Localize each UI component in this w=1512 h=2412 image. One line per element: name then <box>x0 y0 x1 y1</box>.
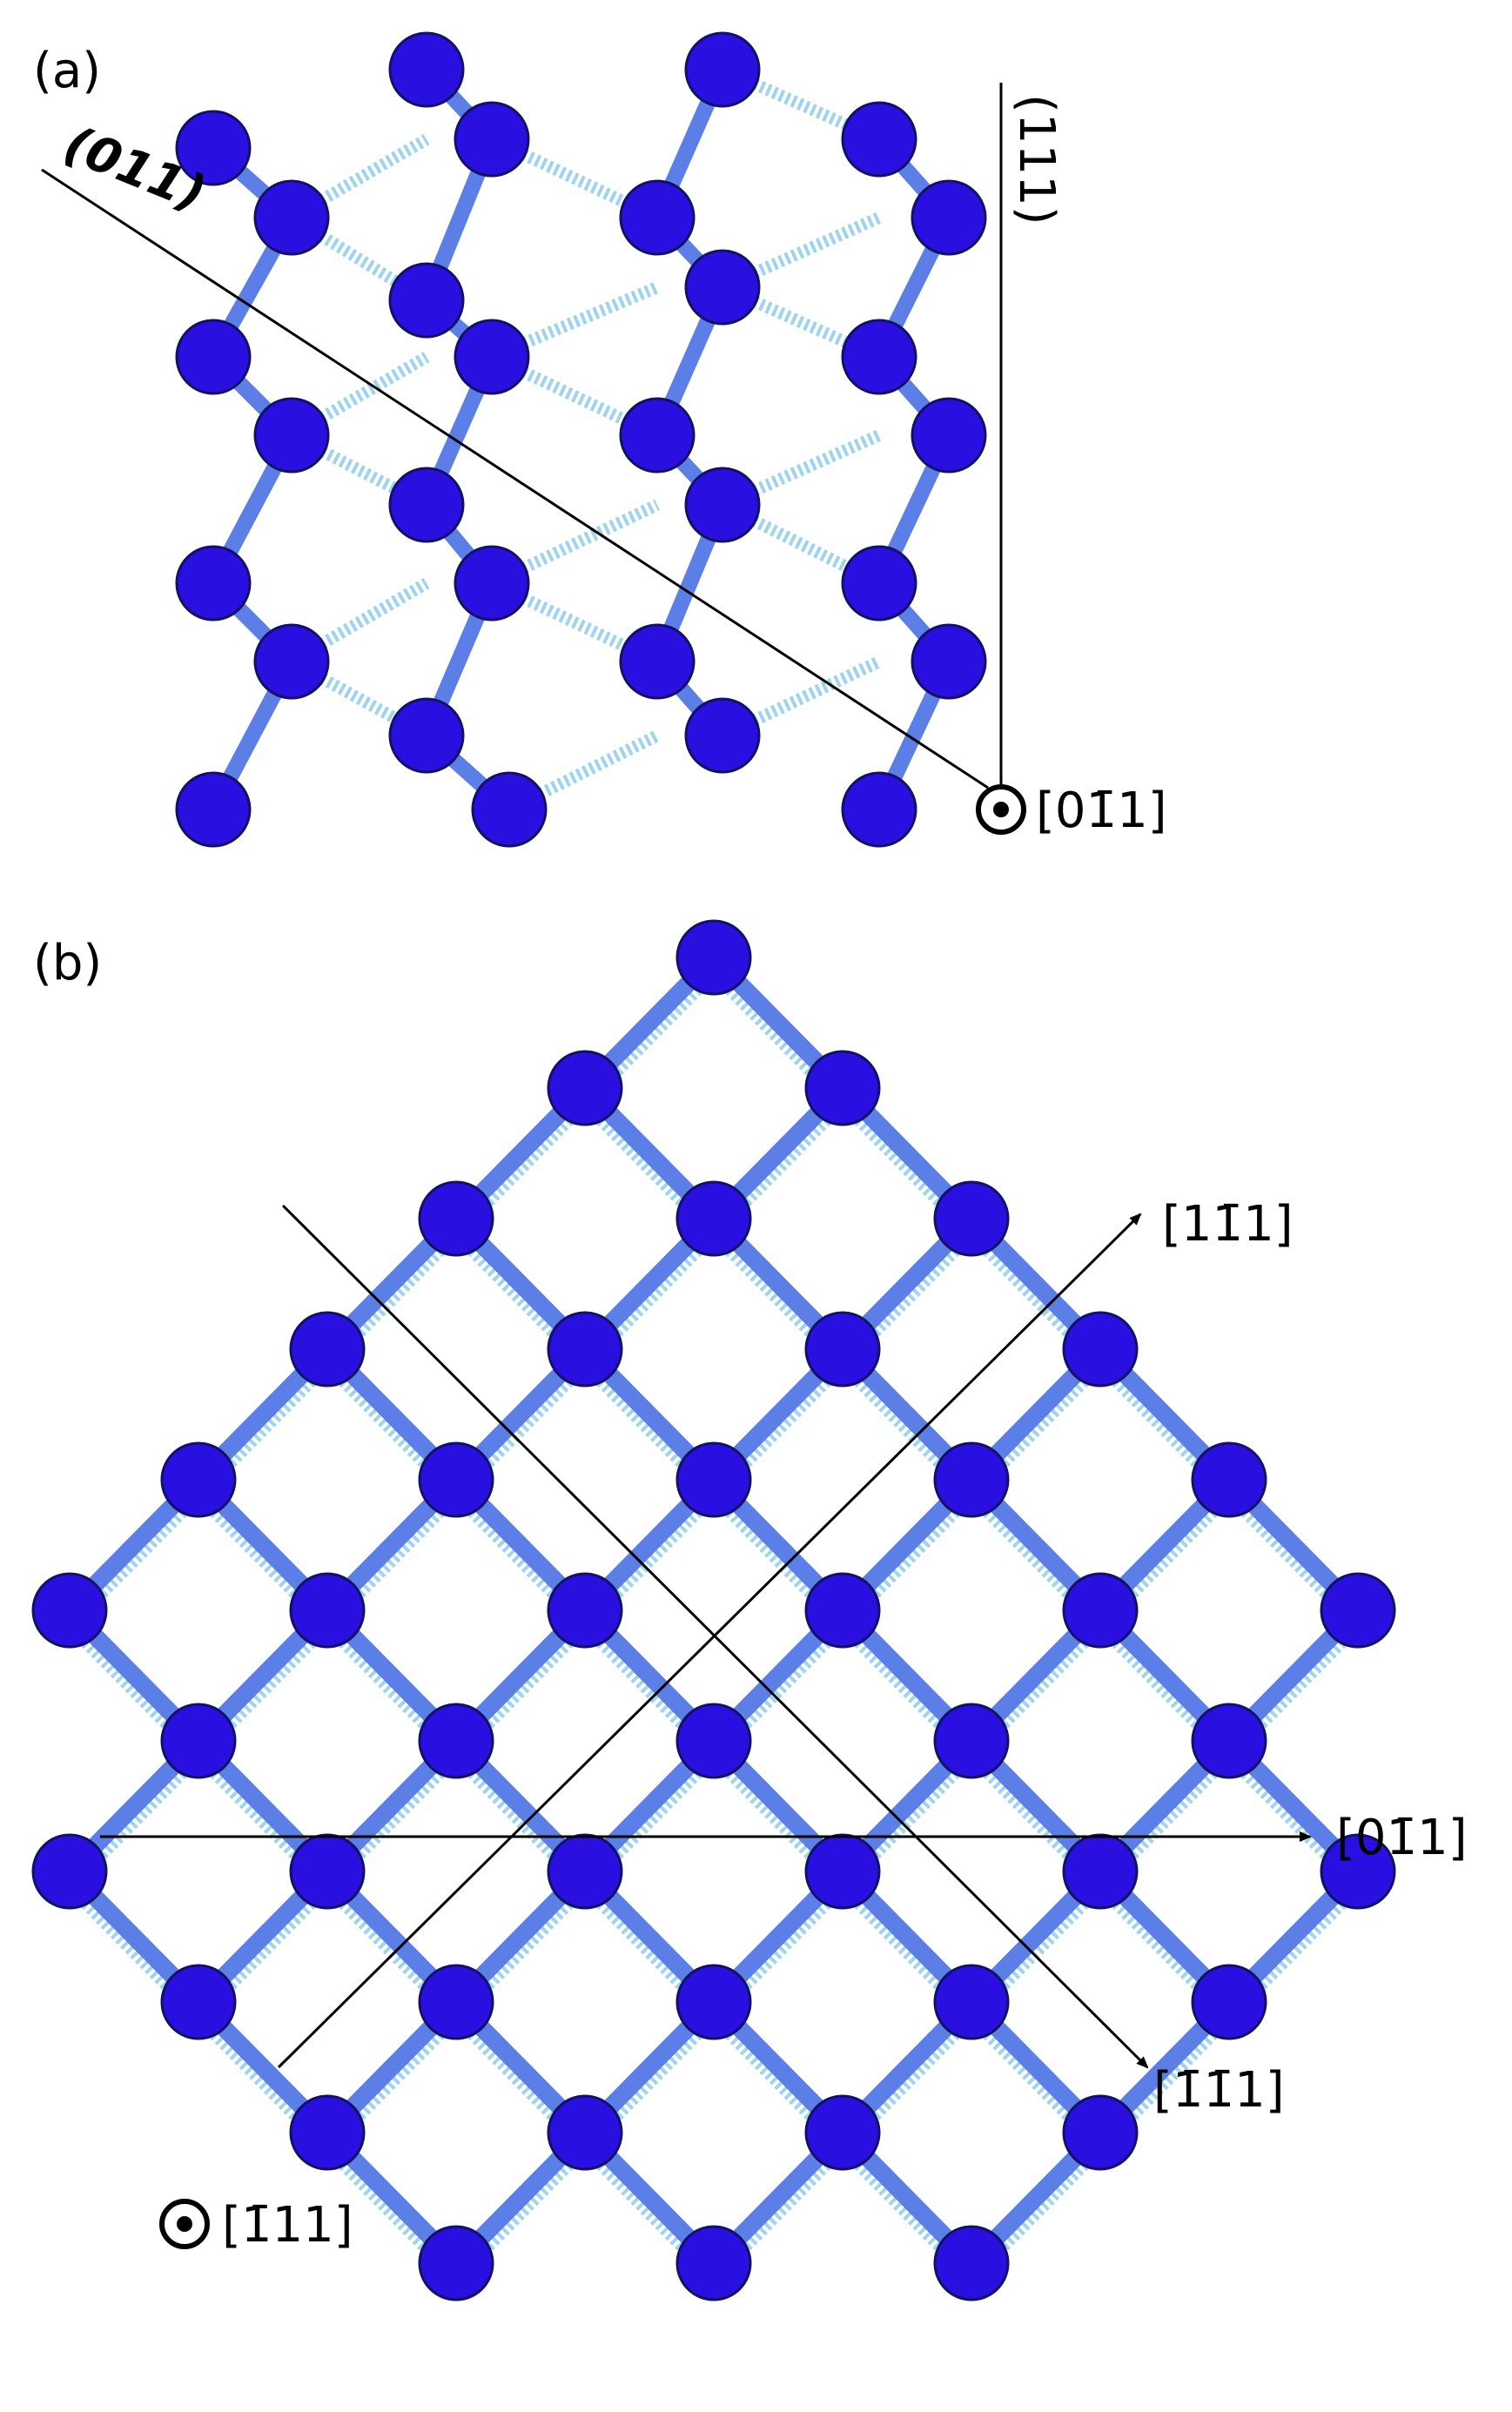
atom <box>1191 1703 1267 1779</box>
atom <box>1062 1572 1139 1649</box>
atom <box>675 2225 752 2301</box>
atom <box>31 1833 108 1910</box>
atom <box>253 179 330 256</box>
atom <box>388 697 465 774</box>
atom <box>175 545 252 621</box>
atom <box>1062 1311 1139 1387</box>
atom <box>175 110 252 186</box>
atom <box>471 771 548 848</box>
atom <box>388 31 465 108</box>
panel-a: (a) (011) (111) [01̄1] <box>33 31 1167 848</box>
atom <box>675 919 752 996</box>
dotted-bond <box>288 351 430 441</box>
atom <box>289 1572 366 1649</box>
atom <box>418 1703 494 1779</box>
atom <box>418 1441 494 1518</box>
atom <box>1320 1572 1396 1649</box>
direction-0-11-label-b: [01̄1] <box>1336 1810 1468 1866</box>
panel-b-atoms <box>31 919 1396 2301</box>
atom <box>684 467 761 543</box>
atom <box>933 2225 1010 2301</box>
dotted-bond <box>288 212 430 306</box>
panel-a-atoms <box>175 31 987 848</box>
atom <box>454 545 530 621</box>
atom <box>175 319 252 395</box>
atom <box>804 1833 881 1910</box>
atom <box>547 1833 623 1910</box>
atom <box>454 101 530 178</box>
atom <box>804 1572 881 1649</box>
atom <box>289 1833 366 1910</box>
plane-111-label: (111) <box>1008 94 1065 225</box>
arrow-1-11 <box>277 1213 1142 2069</box>
atom <box>911 397 987 474</box>
dotted-bond <box>288 133 430 224</box>
atom <box>841 545 917 621</box>
atom <box>804 1311 881 1387</box>
atom <box>454 319 530 395</box>
atom <box>160 1964 237 2040</box>
atom <box>418 2225 494 2301</box>
atom <box>1062 1833 1139 1910</box>
atom <box>31 1572 108 1649</box>
atom <box>1191 1441 1267 1518</box>
atom <box>547 1050 623 1126</box>
atom <box>1191 1964 1267 2040</box>
atom <box>841 771 917 848</box>
atom <box>675 1441 752 1518</box>
atom <box>175 771 252 848</box>
atom <box>911 179 987 256</box>
panel-b: (b) [11̄1] [01̄1] [1̄1̄1] [1̄11] <box>31 919 1468 2301</box>
atom <box>684 697 761 774</box>
atom <box>1320 1833 1396 1910</box>
out-of-page-direction-icon-b <box>159 2199 210 2249</box>
atom <box>684 31 761 108</box>
direction-m111-label: [1̄11] <box>222 2197 353 2254</box>
plane-011-line <box>41 168 989 789</box>
out-of-page-direction-icon <box>976 784 1026 835</box>
atom <box>933 1180 1010 1257</box>
atom <box>841 101 917 178</box>
atom <box>1062 2094 1139 2171</box>
atom <box>675 1703 752 1779</box>
atom <box>804 2094 881 2171</box>
atom <box>841 319 917 395</box>
atom <box>619 623 696 700</box>
panel-a-dotted-bonds <box>288 64 883 816</box>
atom <box>160 1441 237 1518</box>
atom <box>675 1964 752 2040</box>
atom <box>289 1311 366 1387</box>
atom <box>547 1311 623 1387</box>
atom <box>933 1703 1010 1779</box>
atom <box>160 1703 237 1779</box>
atom <box>547 1572 623 1649</box>
panel-b-label: (b) <box>33 935 102 991</box>
dotted-bond <box>288 577 430 668</box>
atom <box>388 467 465 543</box>
atom <box>933 1441 1010 1518</box>
atom <box>547 2094 623 2171</box>
atom <box>253 397 330 474</box>
atom <box>418 1180 494 1257</box>
panel-a-label: (a) <box>33 43 101 99</box>
atom <box>388 262 465 339</box>
direction-1-11-label: [11̄1] <box>1162 1196 1294 1253</box>
atom <box>289 2094 366 2171</box>
atom <box>418 1964 494 2040</box>
atom <box>619 397 696 474</box>
atom <box>933 1964 1010 2040</box>
direction-m1m11-label: [1̄1̄1] <box>1153 2062 1285 2119</box>
direction-0-11-label-a: [01̄1] <box>1036 783 1167 839</box>
atom <box>253 623 330 700</box>
atom <box>804 1050 881 1126</box>
atom <box>684 249 761 326</box>
atom <box>619 179 696 256</box>
arrow-m1m11 <box>281 1204 1149 2069</box>
atom <box>675 1180 752 1257</box>
atom <box>911 623 987 700</box>
